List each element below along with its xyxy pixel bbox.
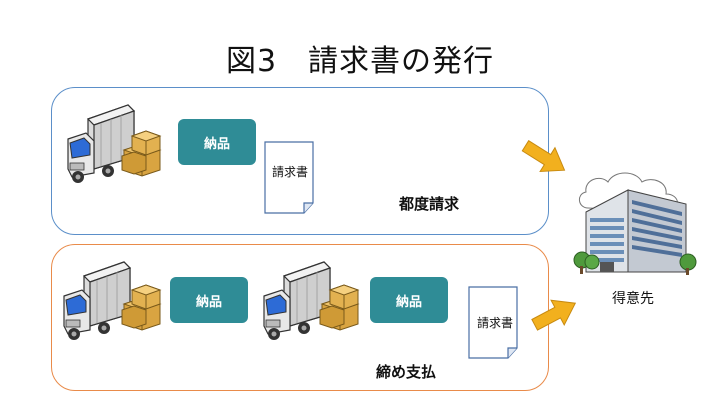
office-building-icon bbox=[573, 172, 697, 275]
cardboard-boxes-icon bbox=[121, 284, 161, 331]
panel-label-closing-date: 締め支払 bbox=[376, 363, 437, 381]
page-title: 図3 請求書の発行 bbox=[225, 44, 495, 79]
delivery-chip: 納品 bbox=[170, 277, 248, 323]
cardboard-boxes-icon bbox=[121, 130, 161, 177]
cardboard-boxes-icon bbox=[319, 284, 359, 331]
destination-label: 得意先 bbox=[612, 291, 654, 307]
arrow-icon bbox=[517, 133, 573, 183]
delivery-chip: 納品 bbox=[370, 277, 448, 323]
arrow-icon bbox=[527, 290, 583, 338]
invoice-label: 請求書 bbox=[477, 316, 514, 330]
invoice-label: 請求書 bbox=[272, 165, 309, 179]
panel-label-per-delivery: 都度請求 bbox=[399, 195, 460, 213]
delivery-chip: 納品 bbox=[178, 119, 256, 165]
